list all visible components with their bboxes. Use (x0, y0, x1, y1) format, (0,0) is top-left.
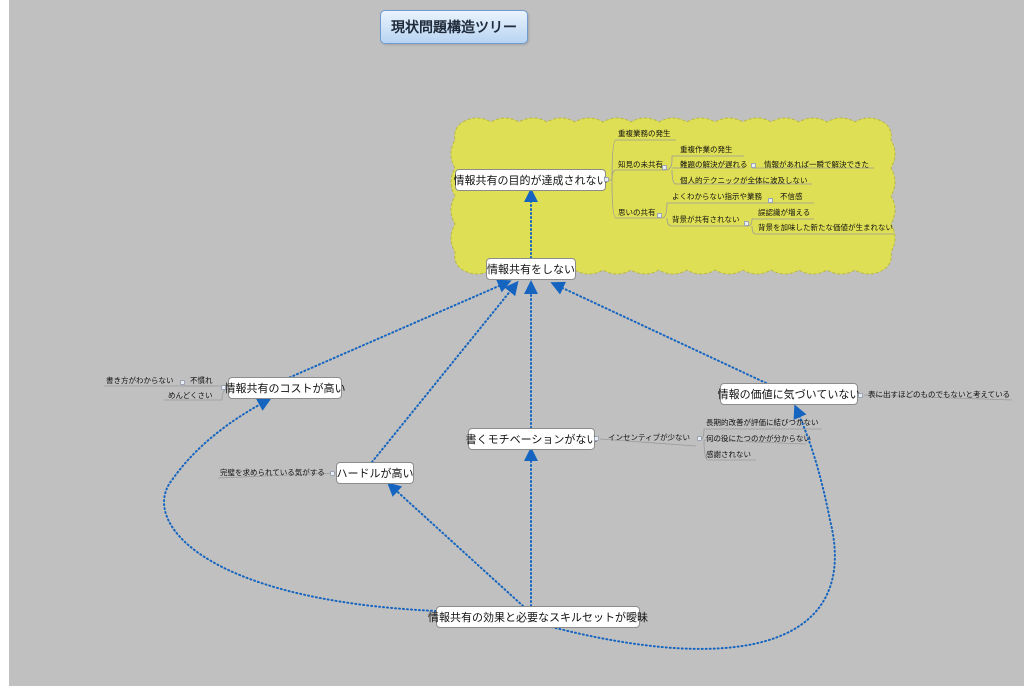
thought-no-background[interactable]: 背景が共有されない (672, 215, 740, 224)
node-no-value[interactable]: 情報の価値に気づいていない (718, 383, 860, 405)
branch-handle[interactable] (697, 436, 702, 441)
branch-handle[interactable] (744, 221, 749, 226)
incentive-useful[interactable]: 何の役にたつのかが分からない (706, 434, 811, 443)
knowledge-dup-task[interactable]: 重複作業の発生 (680, 145, 733, 154)
branch-handle[interactable] (604, 177, 609, 182)
goal-branch-knowledge[interactable]: 知見の未共有 (618, 160, 663, 169)
branch-handle[interactable] (768, 198, 773, 203)
thought-distrust[interactable]: 不信感 (780, 192, 803, 201)
branch-handle[interactable] (751, 163, 756, 168)
branch-handle[interactable] (657, 213, 662, 218)
thought-unclear-instr[interactable]: よくわからない指示や業務 (672, 192, 762, 201)
node-root[interactable]: 情報共有の効果と必要なスキルセットが曖昧 (428, 606, 648, 628)
branch-handle[interactable] (662, 165, 667, 170)
cost-note-write[interactable]: 書き方がわからない (106, 376, 174, 385)
thought-no-value-add[interactable]: 背景を加味した新たな価値が生まれない (758, 223, 893, 232)
motivation-note-incentive[interactable]: インセンティブが少ない (608, 433, 691, 442)
knowledge-personal-tech[interactable]: 個人的テクニックが全体に波及しない (680, 176, 808, 185)
incentive-thanks[interactable]: 感謝されない (706, 450, 751, 459)
node-no-share[interactable]: 情報共有をしない (486, 258, 576, 280)
cost-note-tedious[interactable]: めんどくさい (168, 391, 213, 400)
diagram-title[interactable]: 現状問題構造ツリー (380, 10, 528, 44)
knowledge-slow-solve[interactable]: 難題の解決が遅れる (680, 160, 748, 169)
value-note[interactable]: 表に出すほどのものでもないと考えている (868, 390, 1011, 399)
branch-handle[interactable] (180, 380, 185, 385)
node-goal[interactable]: 情報共有の目的が達成されない (454, 169, 608, 191)
branch-handle[interactable] (221, 385, 226, 390)
mindmap-canvas (9, 0, 1024, 686)
knowledge-instant[interactable]: 情報があれば一瞬で解決できた (764, 160, 869, 169)
cause-arrows (163, 188, 836, 650)
goal-branch-lines (609, 139, 894, 235)
branch-handle[interactable] (594, 436, 599, 441)
thought-misunderstand[interactable]: 誤認識が増える (758, 208, 811, 217)
goal-branch-thought[interactable]: 思いの共有 (618, 208, 656, 217)
hurdle-note-perfect[interactable]: 完璧を求められている気がする (220, 468, 325, 477)
node-hurdle-high[interactable]: ハードルが高い (336, 462, 414, 484)
branch-handle[interactable] (330, 471, 335, 476)
goal-branch-duplicate-work[interactable]: 重複業務の発生 (618, 129, 671, 138)
incentive-eval[interactable]: 長期的改善が評価に結びつかない (706, 418, 819, 427)
node-no-motivation[interactable]: 書くモチベーションがない (466, 428, 597, 450)
cost-note-unfamiliar[interactable]: 不慣れ (190, 376, 213, 385)
branch-handle[interactable] (858, 393, 863, 398)
node-cost-high[interactable]: 情報共有のコストが高い (225, 377, 346, 399)
